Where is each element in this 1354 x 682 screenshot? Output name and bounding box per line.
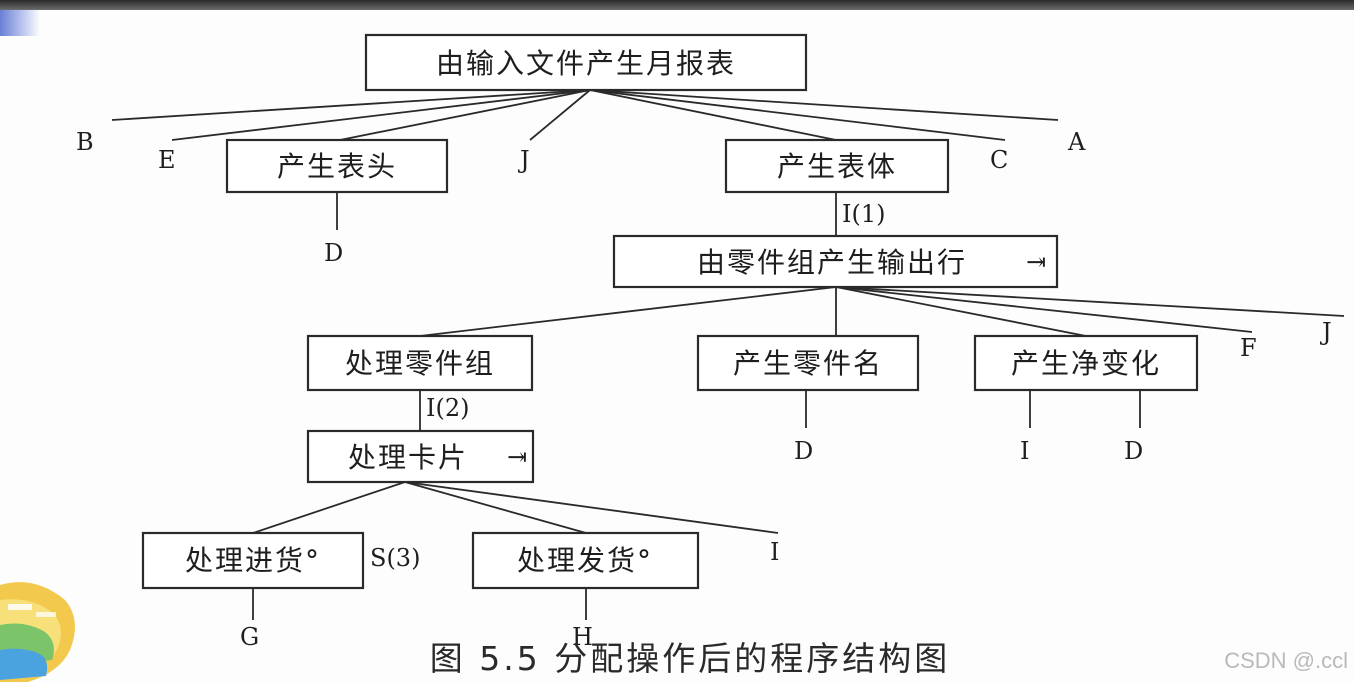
edge-card-I [404, 481, 779, 534]
label-B: B [76, 128, 94, 156]
label-J-right: J [1319, 318, 1332, 346]
data-labels: B E J C A D I(1) F J I(2) D I D S(3) I G… [76, 128, 1332, 651]
label-I2: I(2) [426, 394, 469, 422]
label-H: H [572, 623, 593, 651]
edge-root-B [111, 89, 591, 121]
node-part-name-label: 产生零件名 [733, 347, 883, 380]
edge-root-body [589, 89, 837, 141]
node-header-label: 产生表头 [277, 150, 397, 183]
label-F: F [1240, 334, 1257, 362]
label-D-header: D [324, 239, 343, 267]
edge-root-E [171, 89, 591, 141]
node-ship-label: 处理发货° [517, 544, 653, 577]
edge-output-row-F [835, 286, 1253, 333]
label-J-top: J [517, 146, 530, 174]
iteration-marker-icon: ⇥ [507, 443, 527, 471]
node-process-group-label: 处理零件组 [345, 347, 495, 380]
node-receive-label: 处理进货° [185, 544, 321, 577]
edge-card-receive [252, 481, 406, 534]
edge-root-header [339, 89, 591, 141]
node-net-change: 产生净变化 [973, 334, 1199, 392]
edge-output-row-group [419, 286, 837, 337]
node-process-group: 处理零件组 [306, 334, 534, 392]
label-D-part-name: D [794, 437, 813, 465]
diagram-edges [111, 89, 1345, 620]
edge-root-J [529, 89, 591, 141]
node-output-row: 由零件组产生输出行 ⇥ [612, 234, 1059, 289]
node-ship: 处理发货° [471, 531, 700, 590]
node-part-name: 产生零件名 [696, 334, 920, 392]
edge-root-A [589, 89, 1059, 121]
edge-card-ship [404, 481, 587, 534]
edge-output-row-J [835, 286, 1345, 317]
decorative-graphic [0, 582, 75, 682]
node-process-card-label: 处理卡片 [348, 441, 468, 474]
edge-root-C [589, 89, 1006, 141]
label-E: E [158, 146, 176, 174]
node-net-change-label: 产生净变化 [1011, 347, 1161, 380]
label-I-card: I [770, 538, 779, 566]
node-output-row-label: 由零件组产生输出行 [697, 246, 967, 279]
edge-output-row-net-change [835, 286, 1087, 337]
node-process-card: 处理卡片 ⇥ [306, 429, 535, 484]
label-D-net-change: D [1124, 437, 1143, 465]
node-receive: 处理进货° [141, 531, 365, 590]
node-header: 产生表头 [225, 138, 449, 194]
label-S3: S(3) [370, 544, 420, 572]
corner-decoration [0, 10, 40, 36]
figure-caption: 图 5.5 分配操作后的程序结构图 [430, 639, 950, 678]
slide-top-bar [0, 0, 1354, 10]
watermark: CSDN @.ccl [1224, 648, 1348, 673]
label-C: C [990, 146, 1008, 174]
label-G: G [240, 623, 259, 651]
node-body: 产生表体 [724, 138, 950, 194]
node-root-label: 由输入文件产生月报表 [436, 47, 736, 80]
label-I1: I(1) [842, 200, 885, 228]
label-I-net-change: I [1020, 437, 1029, 465]
iteration-marker-icon: ⇥ [1026, 248, 1046, 276]
node-body-label: 产生表体 [777, 150, 897, 183]
label-A: A [1067, 128, 1086, 156]
node-root: 由输入文件产生月报表 [364, 33, 808, 92]
